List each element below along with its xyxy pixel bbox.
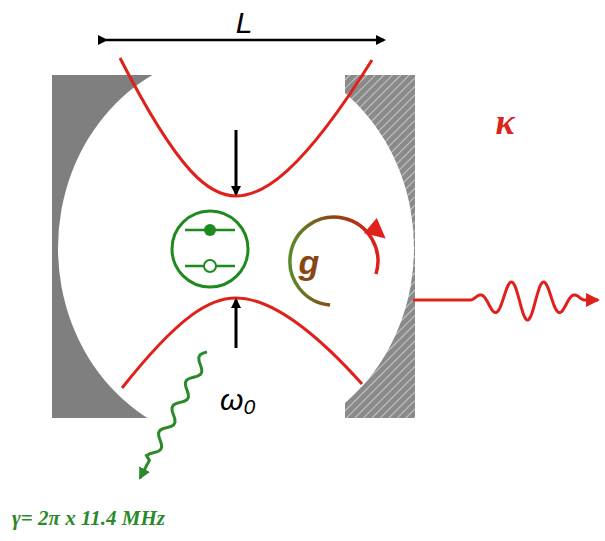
decay-label: κ (495, 104, 514, 140)
cavity-volume (58, 52, 414, 444)
beam-waist-bottom (122, 298, 362, 388)
waist-arrow-bottom (235, 300, 238, 348)
coupling-arc (290, 217, 378, 305)
spontaneous-emission (140, 352, 207, 478)
output-photon (470, 282, 598, 320)
linewidth-label: γ= 2π x 11.4 MHz (12, 508, 165, 529)
output-line (413, 299, 470, 302)
frequency-label: ω₀ (220, 385, 256, 415)
beam-waist-top (120, 58, 372, 196)
ground-dot (204, 260, 216, 272)
coupling-arrowhead (364, 218, 392, 246)
length-arrow (106, 39, 384, 42)
coupling-label: g (299, 245, 320, 279)
waist-arrow-top (235, 130, 238, 194)
length-label: L (236, 8, 253, 38)
excited-dot (204, 224, 216, 236)
atom-circle (172, 211, 248, 287)
